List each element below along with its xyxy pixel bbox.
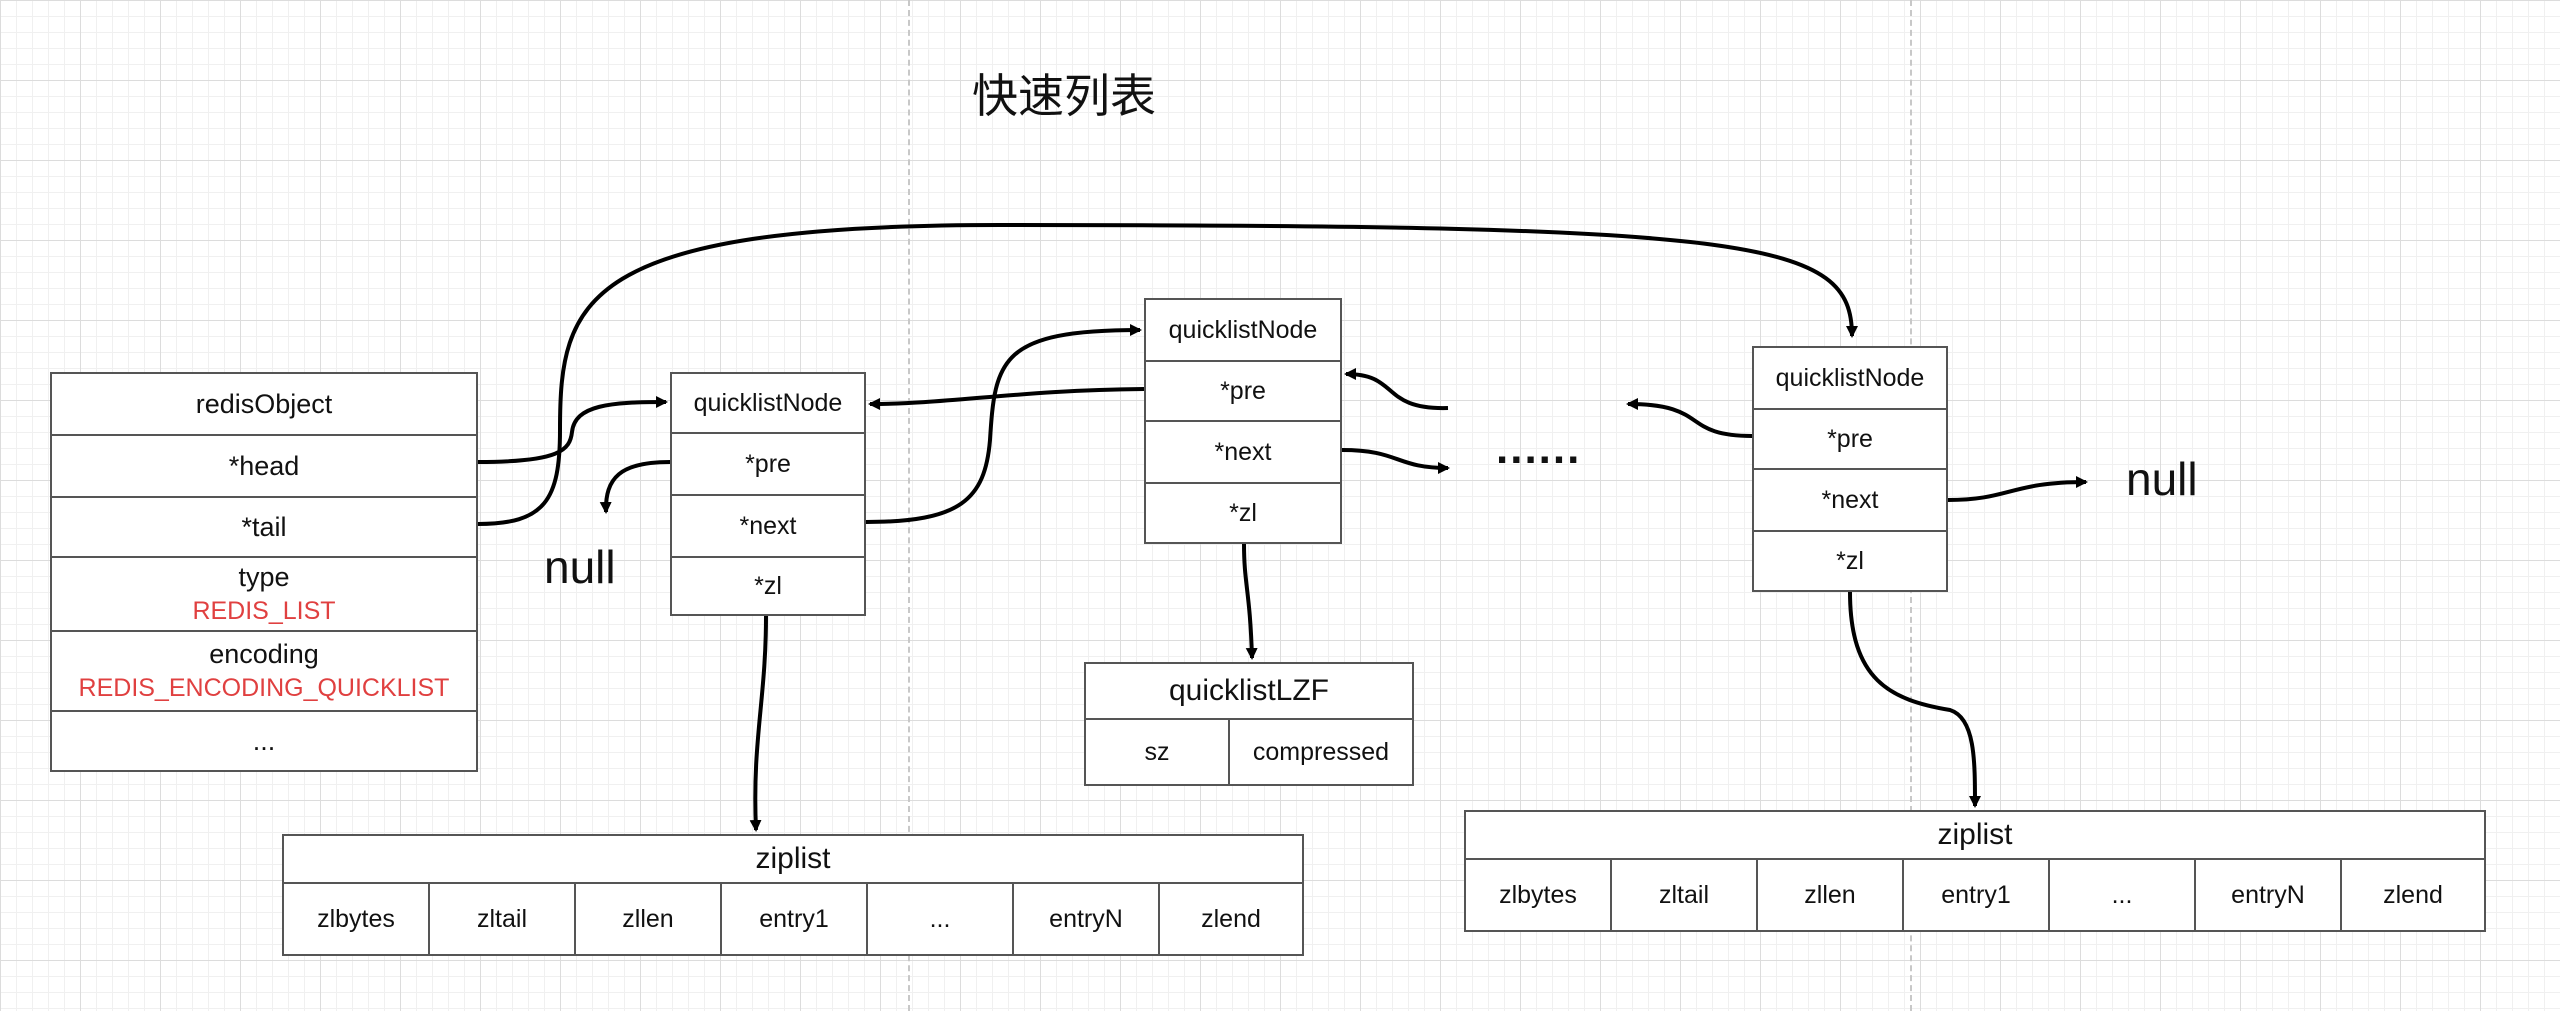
arrow-node1-pre-to-null	[599, 460, 671, 514]
ziplist-1-cell: zllen	[576, 884, 722, 954]
ziplist-1-cell: zltail	[430, 884, 576, 954]
ziplist-2-cell: entry1	[1904, 860, 2050, 930]
ellipsis: ......	[1496, 424, 1582, 473]
ziplist-2-cell: entryN	[2196, 860, 2342, 930]
arrow-tail-to-node3	[477, 222, 1858, 526]
quicklist-lzf: quicklistLZF sz compressed	[1084, 662, 1414, 786]
node-1-next: *next	[672, 496, 864, 558]
node-2-next: *next	[1146, 422, 1340, 484]
ziplist-1-cell: entry1	[722, 884, 868, 954]
arrow-ellipsis-to-node2-pre	[1344, 368, 1449, 411]
ziplist-2-cell: zlend	[2383, 880, 2443, 909]
redis-object-header: redisObject	[52, 374, 476, 436]
encoding-label: encoding	[209, 639, 319, 669]
arrow-node2-next-to-ellipsis	[1341, 448, 1450, 474]
ziplist-2-cell: zltail	[1612, 860, 1758, 930]
redis-object-head: *head	[52, 436, 476, 498]
ziplist-2-header: ziplist	[1466, 812, 2484, 860]
page-title: 快速列表	[972, 69, 1156, 123]
arrow-node3-next-to-null	[1947, 476, 2088, 502]
null-right: null	[2126, 453, 2198, 505]
type-value: REDIS_LIST	[192, 597, 336, 625]
quicklist-node-2: quicklistNode *pre *next *zl	[1144, 298, 1342, 544]
ziplist-2: ziplist zlbytes zltail zllen entry1 ... …	[1464, 810, 2486, 932]
node-3-next: *next	[1754, 470, 1946, 532]
redis-object-tail: *tail	[52, 498, 476, 558]
arrow-head-to-node1	[477, 396, 668, 464]
arrow-node3-zl-to-ziplist2	[1848, 591, 1981, 808]
ziplist-1-cell: zlend	[1201, 904, 1261, 933]
ziplist-1: ziplist zlbytes zltail zllen entry1 ... …	[282, 834, 1304, 956]
guide-line-left	[908, 0, 910, 1011]
quicklist-node-3: quicklistNode *pre *next *zl	[1752, 346, 1948, 592]
ziplist-1-cell: ...	[868, 884, 1014, 954]
redis-object-type: type REDIS_LIST	[52, 558, 476, 632]
node-2-header: quicklistNode	[1146, 300, 1340, 362]
node-3-pre: *pre	[1754, 410, 1946, 470]
ziplist-2-cell: zlbytes	[1466, 860, 1612, 930]
type-label: type	[238, 562, 290, 592]
node-3-header: quicklistNode	[1754, 348, 1946, 410]
arrow-node1-zl-to-ziplist1	[749, 615, 768, 832]
node-2-pre: *pre	[1146, 362, 1340, 422]
lzf-compressed: compressed	[1252, 737, 1390, 766]
ziplist-1-header: ziplist	[284, 836, 1302, 884]
redis-object-more: ...	[252, 725, 276, 756]
node-1-header: quicklistNode	[672, 374, 864, 434]
arrow-node2-zl-to-lzf	[1242, 543, 1258, 660]
redis-object-box: redisObject *head *tail type REDIS_LIST …	[50, 372, 478, 772]
arrow-node2-pre-to-node1	[868, 387, 1145, 410]
ziplist-1-cell: entryN	[1014, 884, 1160, 954]
quicklist-node-1: quicklistNode *pre *next *zl	[670, 372, 866, 616]
ziplist-2-cell: zllen	[1758, 860, 1904, 930]
lzf-header: quicklistLZF	[1086, 664, 1412, 720]
null-left: null	[544, 541, 616, 593]
arrow-node3-pre-to-ellipsis	[1626, 398, 1753, 438]
encoding-value: REDIS_ENCODING_QUICKLIST	[78, 674, 450, 702]
node-3-zl: *zl	[1836, 546, 1864, 575]
ziplist-2-cell: ...	[2050, 860, 2196, 930]
arrow-node1-next-to-node2	[865, 324, 1142, 524]
lzf-sz: sz	[1086, 720, 1230, 784]
node-1-pre: *pre	[672, 434, 864, 496]
node-1-zl: *zl	[754, 571, 782, 600]
node-2-zl: *zl	[1229, 498, 1257, 527]
redis-object-encoding: encoding REDIS_ENCODING_QUICKLIST	[52, 632, 476, 712]
ziplist-1-cell: zlbytes	[284, 884, 430, 954]
